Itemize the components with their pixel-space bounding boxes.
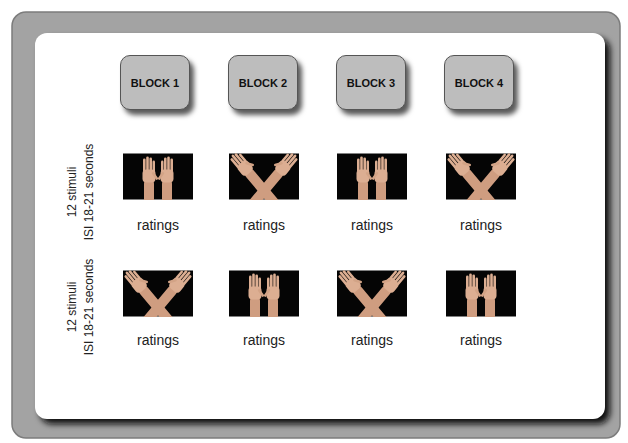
ratings-label: ratings [351, 332, 393, 348]
block-label: BLOCK 4 [455, 77, 503, 89]
block-label: BLOCK 2 [239, 77, 287, 89]
block-label: BLOCK 3 [347, 77, 395, 89]
block-label: BLOCK 1 [131, 77, 179, 89]
block-box: BLOCK 2 [228, 55, 298, 110]
block-box: BLOCK 3 [336, 55, 406, 110]
ratings-label: ratings [351, 217, 393, 233]
outer-frame [12, 12, 620, 438]
row-label: 12 stimuli [65, 282, 79, 333]
hands-photo [337, 154, 407, 205]
ratings-label: ratings [243, 332, 285, 348]
ratings-label: ratings [137, 217, 179, 233]
hands-photo [229, 271, 299, 322]
row-label: ISI 18-21 seconds [82, 259, 96, 356]
row-label: ISI 18-21 seconds [82, 144, 96, 241]
hands-photo [445, 148, 517, 222]
hands-photo [122, 265, 194, 339]
ratings-label: ratings [460, 332, 502, 348]
hands-photo [446, 271, 516, 322]
ratings-label: ratings [243, 217, 285, 233]
hands-photo [228, 148, 300, 222]
hands-photo [336, 265, 408, 339]
ratings-label: ratings [460, 217, 502, 233]
inner-panel [35, 33, 605, 419]
row-label: 12 stimuli [65, 167, 79, 218]
hands-photo [123, 154, 193, 205]
ratings-label: ratings [137, 332, 179, 348]
block-box: BLOCK 4 [444, 55, 514, 110]
block-box: BLOCK 1 [120, 55, 190, 110]
